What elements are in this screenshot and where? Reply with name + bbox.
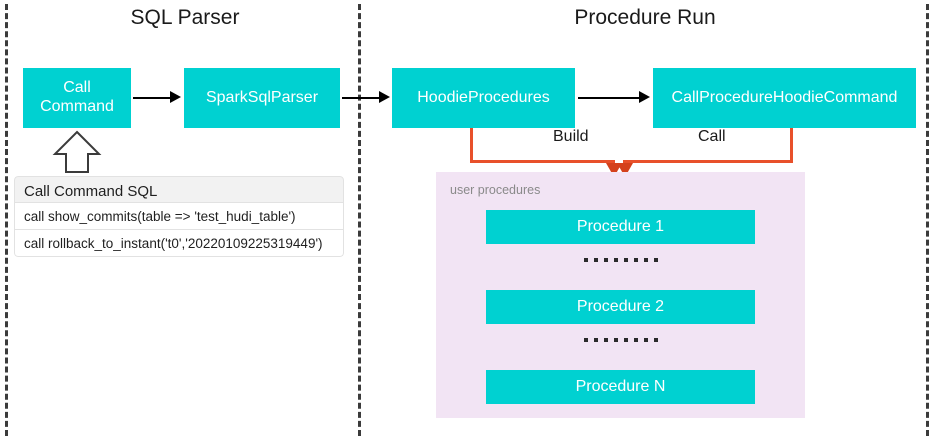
section-title-procedure-run: Procedure Run <box>574 6 716 29</box>
ellipsis-dot <box>623 338 628 342</box>
procedure-box[interactable]: Procedure 2 <box>486 290 755 324</box>
ellipsis-dot <box>633 338 638 342</box>
ellipsis-dot <box>593 258 598 262</box>
build-edge-segment <box>470 160 615 163</box>
edge-label-build: Build <box>548 128 594 146</box>
ellipsis-dot <box>613 338 618 342</box>
ellipsis-dot <box>643 338 648 342</box>
sql-table-row: call rollback_to_instant('t0','202201092… <box>14 230 344 257</box>
procedure-ellipsis <box>486 336 755 344</box>
arrow-head-icon <box>639 91 650 103</box>
build-edge-segment <box>470 128 473 162</box>
procedure-box[interactable]: Procedure 1 <box>486 210 755 244</box>
node-call-procedure-hoodie-command[interactable]: CallProcedureHoodieCommand <box>653 68 916 128</box>
ellipsis-dot <box>653 258 658 262</box>
user-procedures-label: user procedures <box>450 183 541 197</box>
ellipsis-dot <box>593 338 598 342</box>
call-edge-segment <box>790 128 793 162</box>
ellipsis-dot <box>653 338 658 342</box>
ellipsis-dot <box>633 258 638 262</box>
arrow-call-command-to-spark-sql-parser <box>133 97 172 99</box>
ellipsis-dot <box>613 258 618 262</box>
sql-table-header: Call Command SQL <box>14 176 344 203</box>
call-edge-segment <box>623 160 793 163</box>
user-procedures-panel: user procedures Procedure 1 Procedure 2 … <box>436 172 805 418</box>
ellipsis-dot <box>603 338 608 342</box>
ellipsis-dot <box>643 258 648 262</box>
arrow-head-icon <box>170 91 181 103</box>
section-title-sql-parser: SQL Parser <box>130 6 240 29</box>
procedure-box[interactable]: Procedure N <box>486 370 755 404</box>
sql-table-row: call show_commits(table => 'test_hudi_ta… <box>14 203 344 230</box>
hollow-up-arrow-icon <box>52 130 102 173</box>
ellipsis-dot <box>603 258 608 262</box>
ellipsis-dot <box>583 338 588 342</box>
divider-right-boundary <box>926 4 929 436</box>
node-hoodie-procedures[interactable]: HoodieProcedures <box>392 68 575 128</box>
ellipsis-dot <box>623 258 628 262</box>
arrow-hoodie-procedures-to-call-procedure-command <box>578 97 640 99</box>
call-command-sql-table: Call Command SQL call show_commits(table… <box>14 176 344 257</box>
arrow-spark-sql-parser-to-hoodie-procedures <box>342 97 381 99</box>
node-spark-sql-parser[interactable]: SparkSqlParser <box>184 68 340 128</box>
ellipsis-dot <box>583 258 588 262</box>
procedure-ellipsis <box>486 256 755 264</box>
arrow-head-icon <box>379 91 390 103</box>
node-call-command[interactable]: Call Command <box>23 68 131 128</box>
divider-left-boundary <box>5 4 8 436</box>
edge-label-call: Call <box>693 128 731 146</box>
divider-section-split <box>358 4 361 436</box>
